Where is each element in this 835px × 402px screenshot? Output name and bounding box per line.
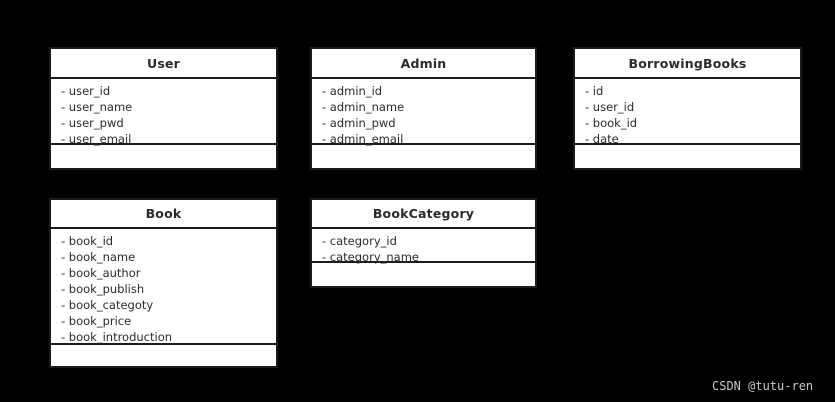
class-title-borrowingbooks: BorrowingBooks xyxy=(575,49,800,79)
class-title-user: User xyxy=(51,49,276,79)
class-attributes-book: - book_id - book_name - book_author - bo… xyxy=(51,229,276,345)
attribute-row: - category_name xyxy=(322,250,419,264)
attribute-row: - admin_email xyxy=(322,132,404,146)
attribute-row: - book_name xyxy=(61,250,136,264)
attribute-row: - book_categoty xyxy=(61,298,154,312)
attribute-row: - id xyxy=(585,84,604,98)
uml-class-admin[interactable]: Admin - admin_id - admin_name - admin_pw… xyxy=(310,47,537,170)
attribute-row: - book_introduction xyxy=(61,330,173,344)
class-methods-bookcategory xyxy=(312,263,535,286)
attribute-row: - user_id xyxy=(61,84,111,98)
attribute-row: - book_publish xyxy=(61,282,145,296)
uml-class-borrowingbooks[interactable]: BorrowingBooks - id - user_id - book_id … xyxy=(573,47,802,170)
attribute-row: - book_author xyxy=(61,266,141,280)
attribute-row: - category_id xyxy=(322,234,397,248)
attribute-row: - user_id xyxy=(585,100,635,114)
class-title-admin: Admin xyxy=(312,49,535,79)
attribute-row: - user_name xyxy=(61,100,133,114)
attribute-row: - book_price xyxy=(61,314,132,328)
attribute-row: - admin_name xyxy=(322,100,405,114)
uml-class-user[interactable]: User - user_id - user_name - user_pwd - … xyxy=(49,47,278,170)
attribute-row: - user_pwd xyxy=(61,116,124,130)
attribute-row: - book_id xyxy=(61,234,114,248)
uml-class-bookcategory[interactable]: BookCategory - category_id - category_na… xyxy=(310,198,537,288)
class-methods-user xyxy=(51,145,276,168)
class-methods-admin xyxy=(312,145,535,168)
attribute-row: - admin_id xyxy=(322,84,383,98)
class-title-bookcategory: BookCategory xyxy=(312,200,535,229)
class-methods-borrowingbooks xyxy=(575,145,800,168)
attribute-row: - book_id xyxy=(585,116,638,130)
class-attributes-borrowingbooks: - id - user_id - book_id - date xyxy=(575,79,800,146)
class-attributes-admin: - admin_id - admin_name - admin_pwd - ad… xyxy=(312,79,535,146)
class-attributes-bookcategory: - category_id - category_name xyxy=(312,229,535,264)
class-methods-book xyxy=(51,345,276,366)
class-attributes-user: - user_id - user_name - user_pwd - user_… xyxy=(51,79,276,146)
attribute-row: - user_email xyxy=(61,132,132,146)
class-title-book: Book xyxy=(51,200,276,229)
watermark-label: CSDN @tutu-ren xyxy=(712,379,814,393)
attribute-row: - date xyxy=(585,132,619,146)
attribute-row: - admin_pwd xyxy=(322,116,396,130)
uml-class-book[interactable]: Book - book_id - book_name - book_author… xyxy=(49,198,278,368)
